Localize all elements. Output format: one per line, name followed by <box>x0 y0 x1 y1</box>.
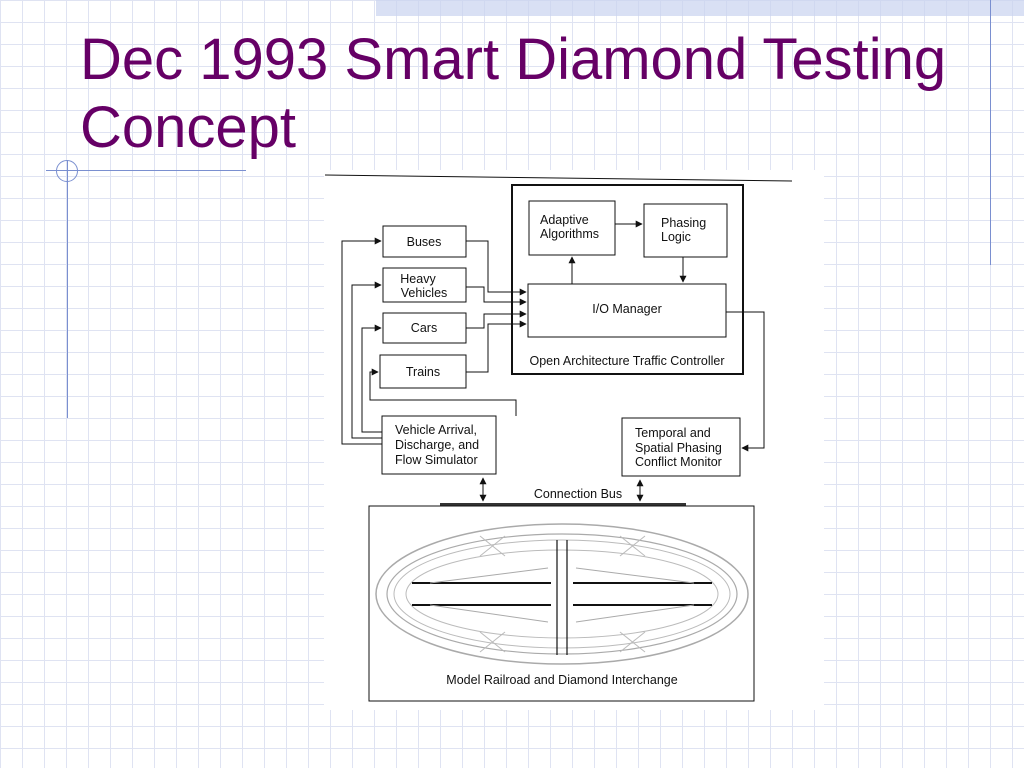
outer-track <box>375 523 749 665</box>
monitor-label-2: Spatial Phasing <box>635 441 722 455</box>
top-rule <box>324 174 793 182</box>
ramp-left-up <box>429 567 549 584</box>
arrow-cars-to-io <box>466 310 527 329</box>
title-line-2: Concept <box>80 95 297 160</box>
feedback-simulator-to-cars <box>361 324 382 433</box>
cars-label: Cars <box>411 321 437 335</box>
outer-track-inner-rail <box>386 533 738 655</box>
io-manager-label: I/O Manager <box>592 302 661 316</box>
arrow-io-to-monitor <box>726 311 765 452</box>
arrow-buses-to-io <box>466 240 527 296</box>
inner-track <box>393 539 731 649</box>
trains-label: Trains <box>406 365 440 379</box>
right-vertical-accent-line <box>990 0 991 265</box>
crosshair-circle <box>56 160 78 182</box>
ramp-left-down <box>429 604 549 623</box>
model-railroad-label: Model Railroad and Diamond Interchange <box>446 673 677 687</box>
crossover-lr-2 <box>619 631 646 653</box>
monitor-label-1: Temporal and <box>635 426 711 440</box>
phasing-label-2: Logic <box>661 230 691 244</box>
ramp-right-down <box>575 604 695 623</box>
adaptive-label-2: Algorithms <box>540 227 599 241</box>
arrow-heavy-to-io <box>466 286 527 306</box>
title-underline <box>46 170 246 171</box>
phasing-logic-box <box>643 203 728 258</box>
crossover-ul-2 <box>479 535 506 557</box>
buses-box <box>382 225 467 258</box>
crossover-ll-2 <box>479 631 506 653</box>
simulator-label-3: Flow Simulator <box>395 453 478 467</box>
adaptive-algorithms-box <box>528 200 616 256</box>
ramp-right-up <box>575 567 695 584</box>
feedback-simulator-to-buses <box>341 237 382 445</box>
phasing-label-1: Phasing <box>661 216 706 230</box>
controller-label: Open Architecture Traffic Controller <box>530 354 725 368</box>
simulator-label-2: Discharge, and <box>395 438 479 452</box>
feedback-simulator-to-trains <box>369 368 517 416</box>
heavy-label-1: Heavy <box>400 272 436 286</box>
system-diagram: Open Architecture Traffic Controller Ada… <box>324 174 793 702</box>
adaptive-label-1: Adaptive <box>540 213 589 227</box>
slide-title: Dec 1993 Smart Diamond Testing Concept <box>80 26 980 162</box>
buses-label: Buses <box>407 235 442 249</box>
heavy-label-2: Vehicles <box>401 286 448 300</box>
model-railroad-box <box>368 505 755 702</box>
simulator-box <box>381 415 497 475</box>
feedback-simulator-to-heavy <box>351 281 382 439</box>
connection-bus-label: Connection Bus <box>534 487 622 501</box>
crossover-ur-2 <box>619 535 646 557</box>
inner-track-inner-rail <box>405 549 719 639</box>
top-right-texture <box>376 0 1024 16</box>
left-vertical-accent-line <box>67 160 68 418</box>
simulator-label-1: Vehicle Arrival, <box>395 423 477 437</box>
trains-box <box>379 354 467 389</box>
conflict-monitor-box <box>621 417 741 477</box>
io-manager-box <box>527 283 727 338</box>
cars-box <box>382 312 467 344</box>
diagram-panel: Open Architecture Traffic Controller Ada… <box>324 170 824 710</box>
title-line-1: Dec 1993 Smart Diamond Testing <box>80 27 947 92</box>
controller-box <box>511 184 744 375</box>
heavy-vehicles-box <box>382 267 467 303</box>
arrow-trains-to-io <box>466 320 527 373</box>
monitor-label-3: Conflict Monitor <box>635 455 722 469</box>
